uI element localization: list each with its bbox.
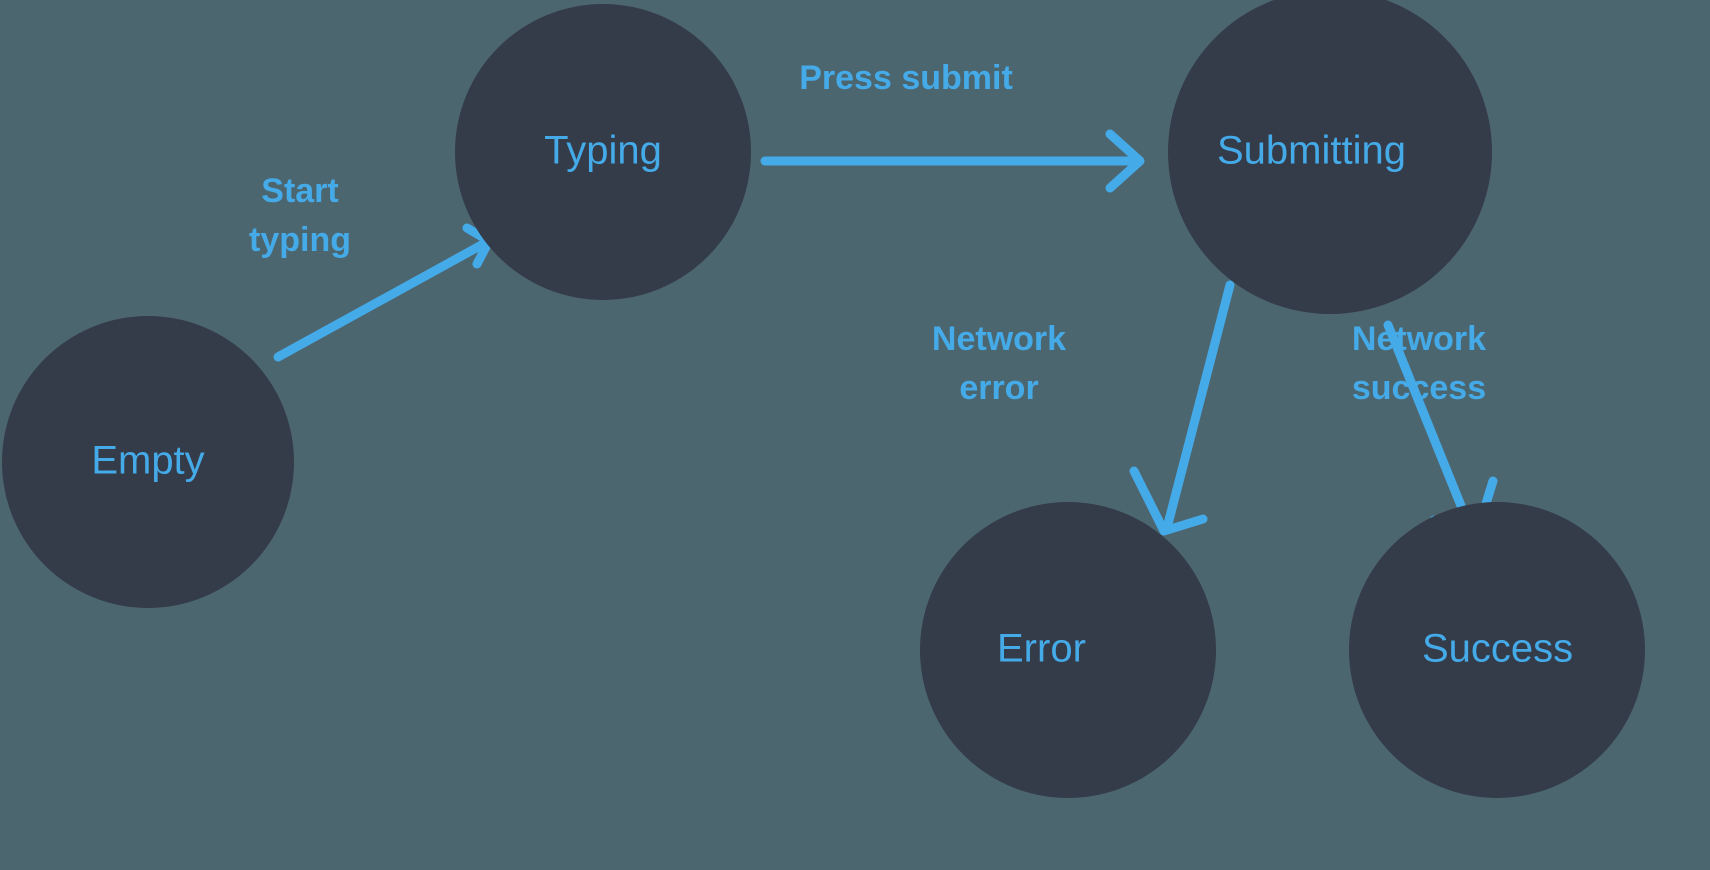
state-node-error[interactable]: Error — [920, 502, 1216, 798]
transition-label-start-typing-line2: typing — [249, 221, 351, 259]
transition-typing-to-submitting[interactable]: Press submit — [760, 59, 1145, 193]
transition-label-network-success-line2: success — [1352, 369, 1486, 407]
transition-submitting-to-error-line — [1163, 280, 1235, 529]
transition-label-network-error-line1: Network — [932, 320, 1066, 358]
state-node-success-label: Success — [1422, 627, 1573, 671]
state-node-error-circle — [920, 502, 1216, 798]
state-node-typing[interactable]: Typing — [455, 4, 751, 300]
transition-label-network-success-line1: Network — [1352, 320, 1486, 358]
transition-typing-to-submitting-arrowhead — [1105, 129, 1145, 193]
transition-empty-to-typing[interactable]: Start typing — [249, 172, 494, 362]
state-node-submitting-label: Submitting — [1217, 129, 1406, 173]
state-node-submitting[interactable]: Submitting — [1168, 0, 1492, 314]
state-node-success-circle — [1349, 502, 1645, 798]
transition-submitting-to-error-arrowhead — [1129, 466, 1208, 536]
state-node-empty-label: Empty — [91, 439, 204, 483]
transition-submitting-to-success-line — [1383, 320, 1475, 533]
state-node-typing-circle — [455, 4, 751, 300]
transition-empty-to-typing-line — [273, 237, 492, 362]
transition-label-press-submit: Press submit — [799, 59, 1013, 97]
state-node-empty[interactable]: Empty — [2, 316, 294, 608]
state-node-submitting-circle — [1168, 0, 1492, 314]
transition-submitting-to-error[interactable]: Network error — [932, 280, 1235, 536]
state-node-empty-circle — [2, 316, 294, 608]
transition-label-network-error-line2: error — [959, 369, 1038, 407]
state-node-success[interactable]: Success — [1349, 502, 1645, 798]
state-node-typing-label: Typing — [544, 129, 662, 173]
transition-label-start-typing-line1: Start — [261, 172, 338, 210]
state-node-error-label: Error — [997, 627, 1086, 671]
